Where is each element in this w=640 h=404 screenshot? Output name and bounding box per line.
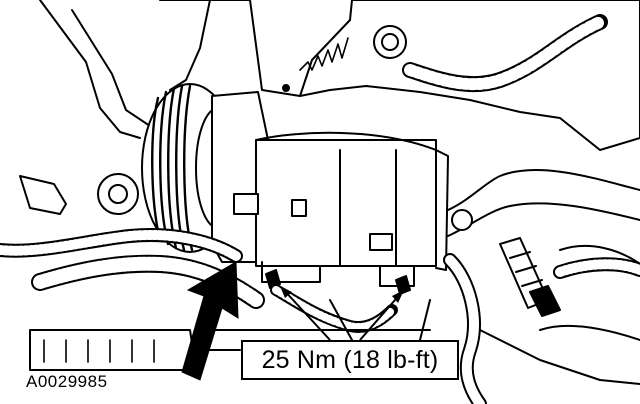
- compressor-top-curve: [255, 131, 437, 151]
- left-hose-upper-ribs: [0, 229, 241, 261]
- sensor-plug: [529, 285, 561, 317]
- right-hose-pipe: [447, 169, 640, 211]
- lower-left-ribs: [43, 339, 155, 363]
- sawtooth-edge: [299, 37, 349, 71]
- bracket-left-inner: [71, 9, 151, 127]
- leader-arrowhead-left: [280, 286, 292, 298]
- compressor-body: [255, 139, 437, 267]
- figure-id-label: A0029985: [26, 372, 108, 391]
- leader-arrowhead-right: [392, 290, 404, 303]
- upper-pin: [282, 84, 290, 92]
- bolt-right: [395, 275, 411, 295]
- bolt-left: [265, 269, 281, 289]
- upper-bolt-inner: [381, 33, 399, 51]
- right-fitting-nut: [451, 209, 473, 231]
- compressor-rear-flange: [435, 149, 449, 271]
- lower-left-block: [29, 329, 197, 371]
- mount-boss-left: [233, 193, 259, 215]
- left-bracket-clip: [19, 175, 67, 215]
- lower-frame-support: [329, 299, 431, 341]
- torque-callout: 25 Nm (18 lb-ft): [241, 340, 459, 380]
- leader-line-right: [359, 291, 403, 341]
- pulley-grooves: [151, 84, 194, 252]
- engine-upper-structure: [159, 0, 640, 151]
- right-corrugated-hose-ribs: [555, 259, 640, 277]
- right-lower-hose-inner: [445, 255, 485, 404]
- torque-callout-label: 25 Nm (18 lb-ft): [261, 345, 439, 374]
- right-hose-pipe-lower: [447, 202, 640, 237]
- mount-boss-right: [369, 233, 393, 251]
- engine-upper-edge: [169, 0, 211, 91]
- leader-line-left: [281, 287, 331, 341]
- upper-bolt-outer: [373, 25, 407, 59]
- left-bolt-center: [108, 184, 128, 204]
- sensor-connector-detail: [509, 251, 543, 287]
- compressor-lower-lip: [261, 261, 321, 283]
- bracket-left: [39, 0, 141, 139]
- right-lower-parts: [479, 244, 640, 385]
- left-bolt-head: [97, 173, 139, 215]
- indicator-arrow: [181, 261, 239, 381]
- mount-boss-mid: [291, 199, 307, 217]
- upper-harness-ribs: [404, 16, 606, 91]
